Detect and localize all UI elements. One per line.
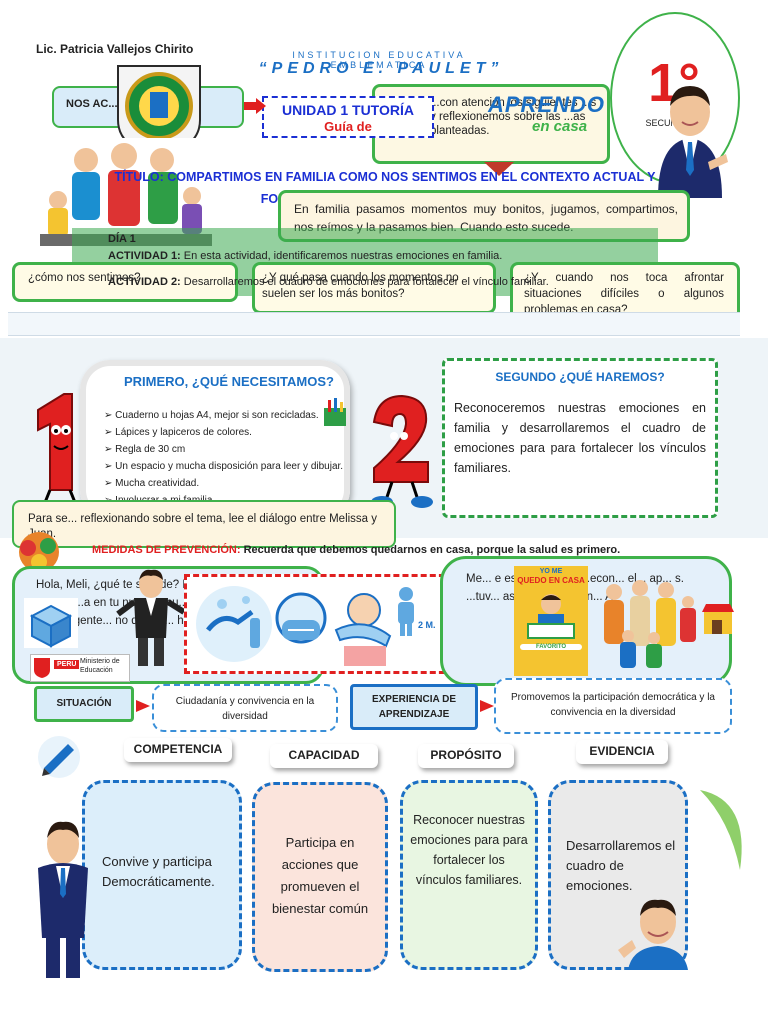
decorative-strip [8,312,740,336]
activity2-label: ACTIVIDAD 2: [108,276,181,288]
segundo-heading: SEGUNDO ¿QUÉ HAREMOS? [495,370,665,384]
tree-icon [14,528,64,604]
red-arrow-experience-icon [480,700,494,712]
activity2: ACTIVIDAD 2: Desarrollaremos el cuadro d… [108,276,668,288]
needs-item: ➢ Un espacio y mucha disposición para le… [104,461,344,472]
capacidad-header: CAPACIDAD [288,748,360,762]
poster-badge: FAVORITO [520,644,582,650]
family-group-icon [596,578,698,672]
segundo-text: Reconoceremos nuestras emociones en fami… [454,401,706,475]
store-icon [700,600,736,636]
boy-thumbs-up-icon [618,896,698,970]
proposito-card-text: Reconocer nuestras emociones para para f… [410,813,528,887]
prevention-text: Recuerda que debemos quedarnos en casa, … [240,544,621,556]
primero-box [80,360,350,520]
situation-label-box [34,686,134,722]
guide-label: Guía de [324,119,372,134]
proposito-header: PROPÓSITO [430,748,502,762]
poster-line2: QUEDO EN CASA [517,576,585,585]
prevention-line: MEDIDAS DE PREVENCIÓN: Recuerda que debe… [92,544,620,556]
page-title-line1: TÍTULO: COMPARTIMOS EN FAMILIA COMO NOS … [114,170,656,184]
mask-icon [270,590,332,656]
poster-line1: YO ME [539,568,563,575]
segundo-box [442,358,718,518]
number-two-character-icon [364,392,438,512]
situation-label: SITUACIÓN [56,698,112,709]
pen-writing-icon [32,734,86,780]
competencia-card-text: Convive y participa Democráticamente. [102,854,215,889]
student-boy-icon [116,568,186,668]
activity1-label: ACTIVIDAD 1: [108,250,181,262]
activity1: ACTIVIDAD 1: En esta actividad, identifi… [108,250,502,262]
ministry-peru: PERÚ [54,660,80,669]
evidencia-card-text: Desarrollaremos el cuadro de emociones. [566,838,676,893]
evidencia-header: EVIDENCIA [589,744,655,758]
proposito-header-box [418,744,514,768]
capacidad-card [252,782,388,972]
reading-child-icon [522,590,580,640]
evidencia-header-box [576,740,668,764]
experience-text-box [494,678,732,734]
proposito-card [400,780,538,970]
capacidad-header-box [270,744,378,768]
red-arrow-down-icon [484,162,514,176]
dialog-intro-box [12,500,396,548]
instruction-text: ...con atención los siguientes ...s y re… [430,97,597,137]
distance-person-icon [394,586,418,636]
distance-label: 2 M. [418,620,436,630]
school-supplies-icon [320,398,350,428]
box-icon [24,598,78,648]
cough-elbow-icon [330,586,396,666]
red-arrow-situation-icon [136,700,150,712]
school-logo-icon [112,62,206,158]
experience-label-box [350,684,478,730]
capacidad-card-text: Participa en acciones que promueven el b… [271,835,369,916]
question-1: ¿cómo nos sentimos? [28,272,141,284]
activity1-text: En esta actividad, identificaremos nuest… [180,250,503,262]
institution-label: INSTITUCION EDUCATIVA EMBLEMATICA [292,50,466,70]
needs-item: ➢ Mucha creatividad. [104,478,200,489]
teacher-pointing-icon [28,818,98,980]
primero-heading: PRIMERO, ¿QUÉ NECESITAMOS? [124,374,334,389]
teacher-figure-icon [650,80,730,198]
prevention-label: MEDIDAS DE PREVENCIÓN: [92,544,241,556]
experience-label: EXPERIENCIA DE APRENDIZAJE [371,694,457,720]
needs-item: ➢ Lápices y lapiceros de colores. [104,427,252,438]
day-label: DÍA 1 [108,233,136,245]
aprendo-sub: en casa [532,118,588,135]
experience-text: Promovemos la participación democrática … [511,692,715,718]
unit-title: UNIDAD 1 TUTORÍA [282,102,414,118]
dialog-intro: Para se... reflexionando sobre el tema, … [28,513,378,540]
school-name: “PEDRO E. PAULET” [258,60,504,77]
red-arrow-icon [244,98,266,114]
ministry-shield-icon [34,658,50,678]
primero-list: ➢ Cuaderno u hojas A4, mejor si son reci… [104,410,344,512]
question-box-1 [12,262,238,302]
ministry-name: Ministerio de Educación [80,658,120,674]
handwash-icon [192,582,276,666]
situation-text: Ciudadanía y convivencia en la diversida… [175,696,315,722]
swoosh-decoration [690,780,750,880]
aprendo-label: APRENDO [488,92,606,117]
needs-item: ➢ Cuaderno u hojas A4, mejor si son reci… [104,410,319,421]
unit-box [262,96,434,138]
author-name: Lic. Patricia Vallejos Chirito [36,42,194,56]
competencia-header-box [124,738,232,762]
needs-item: ➢ Regla de 30 cm [104,444,186,455]
situation-text-box [152,684,338,732]
activity2-text: Desarrollaremos el cuadro de emociones p… [180,276,549,288]
question-2: ¿Y qué pasa cuando los momentos no suele… [262,272,459,300]
competencia-card [82,780,242,970]
competencia-header: COMPETENCIA [133,742,223,756]
